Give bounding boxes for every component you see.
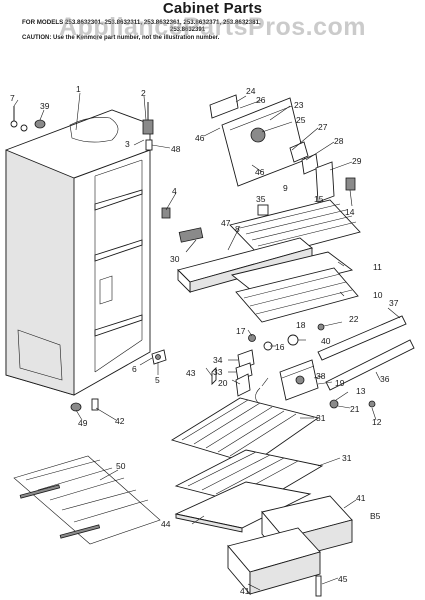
callout-16: 16 xyxy=(275,342,285,352)
callout-6: 6 xyxy=(132,364,137,374)
vent-grille xyxy=(178,227,204,243)
callout-9: 9 xyxy=(283,183,288,193)
callout-34: 34 xyxy=(213,355,223,365)
callout-49: 49 xyxy=(78,418,88,428)
callout-12: 12 xyxy=(372,417,382,427)
callout-37: 37 xyxy=(389,298,399,308)
callout-7: 7 xyxy=(10,93,15,103)
callout-14: 14 xyxy=(345,207,355,217)
callout-38: 38 xyxy=(316,371,326,381)
callout-25: 25 xyxy=(296,115,306,125)
models-line-continued: 253.8632391 xyxy=(170,27,206,33)
callout-45: 45 xyxy=(338,574,348,584)
callout-15: 15 xyxy=(314,194,324,204)
callout-13: 13 xyxy=(356,386,366,396)
callout-40: 40 xyxy=(321,336,331,346)
hinge-part xyxy=(142,102,154,151)
callout-28: 28 xyxy=(334,136,344,146)
callout-48: 48 xyxy=(171,144,181,154)
callout-31b: 31 xyxy=(342,453,352,463)
light-housing xyxy=(235,359,376,409)
crisper-shelf xyxy=(230,251,359,323)
callout-36: 36 xyxy=(380,374,390,384)
watermark: AppliancePartsPros.com xyxy=(59,13,366,41)
callout-20: 20 xyxy=(218,378,228,388)
wire-shelf xyxy=(13,455,161,545)
page-title: Cabinet Parts xyxy=(162,0,263,17)
callout-11: 11 xyxy=(373,262,382,272)
callout-21: 21 xyxy=(350,404,360,414)
leader-lines xyxy=(13,92,401,591)
callout-31: 31 xyxy=(316,413,326,423)
callout-43: 43 xyxy=(186,368,196,378)
callout-5: 5 xyxy=(155,375,160,385)
callout-b5: B5 xyxy=(370,511,381,521)
callout-24: 24 xyxy=(246,86,256,96)
callout-27: 27 xyxy=(318,122,328,132)
callout-2: 2 xyxy=(141,88,146,98)
glass-shelf-middle xyxy=(174,449,324,507)
callout-22: 22 xyxy=(349,314,359,324)
control-housing xyxy=(209,94,356,216)
bracket-parts xyxy=(151,207,171,365)
callout-29: 29 xyxy=(352,156,362,166)
callout-3: 3 xyxy=(125,139,130,149)
callout-26: 26 xyxy=(256,95,266,105)
callout-19: 19 xyxy=(335,378,345,388)
callout-4: 4 xyxy=(172,186,177,196)
callout-23: 23 xyxy=(294,100,304,110)
callout-18: 18 xyxy=(296,320,306,330)
callout-41: 41 xyxy=(356,493,366,503)
callout-8: 8 xyxy=(235,224,240,234)
crisper-drawer-lower xyxy=(227,527,321,596)
callout-46b: 46 xyxy=(255,167,265,177)
callout-39: 39 xyxy=(40,101,50,111)
callout-47: 47 xyxy=(221,218,231,228)
freezer-shelf xyxy=(229,199,361,259)
callout-44: 44 xyxy=(161,519,171,529)
callout-50: 50 xyxy=(116,461,126,471)
caution-note: CAUTION: Use the Kenmore part number, no… xyxy=(22,35,220,41)
callout-33: 33 xyxy=(213,367,223,377)
models-line: FOR MODELS 253.8632301, 253.8632311, 253… xyxy=(22,19,261,26)
callout-30: 30 xyxy=(170,254,180,264)
drawer-clip xyxy=(315,575,322,597)
cabinet-body xyxy=(5,109,151,396)
callout-10: 10 xyxy=(373,290,383,300)
leveling-feet xyxy=(70,398,99,412)
callout-17: 17 xyxy=(236,326,246,336)
callout-35: 35 xyxy=(256,194,266,204)
glass-shelf-upper xyxy=(170,397,320,465)
callout-46: 46 xyxy=(195,133,205,143)
callout-41b: 41 xyxy=(240,586,250,596)
glass-shelf-lower xyxy=(174,481,312,533)
callout-1: 1 xyxy=(76,84,81,94)
trim-strips xyxy=(317,315,415,391)
callout-labels: 1 2 3 4 5 6 7 8 9 10 11 12 13 14 15 16 1… xyxy=(10,84,399,596)
callout-42: 42 xyxy=(115,416,125,426)
